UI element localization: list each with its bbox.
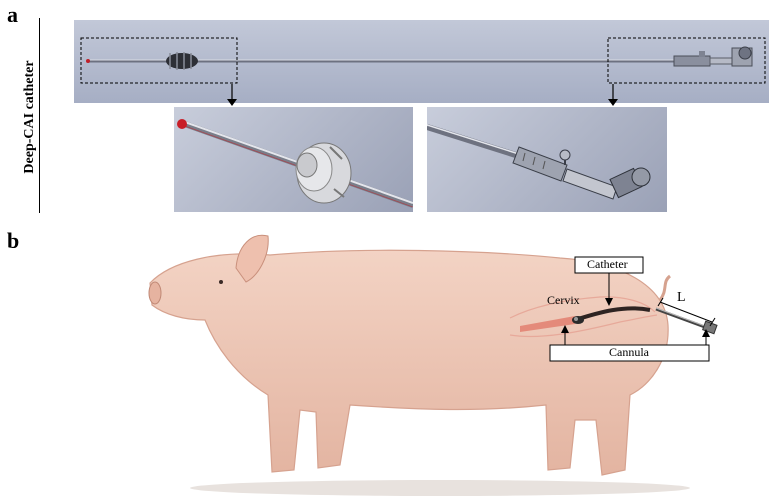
length-label: L <box>677 290 686 306</box>
cervix-label: Cervix <box>547 293 580 308</box>
cannula-label: Cannula <box>609 345 649 360</box>
cervix-device <box>572 316 584 324</box>
catheter-label: Catheter <box>587 257 628 272</box>
